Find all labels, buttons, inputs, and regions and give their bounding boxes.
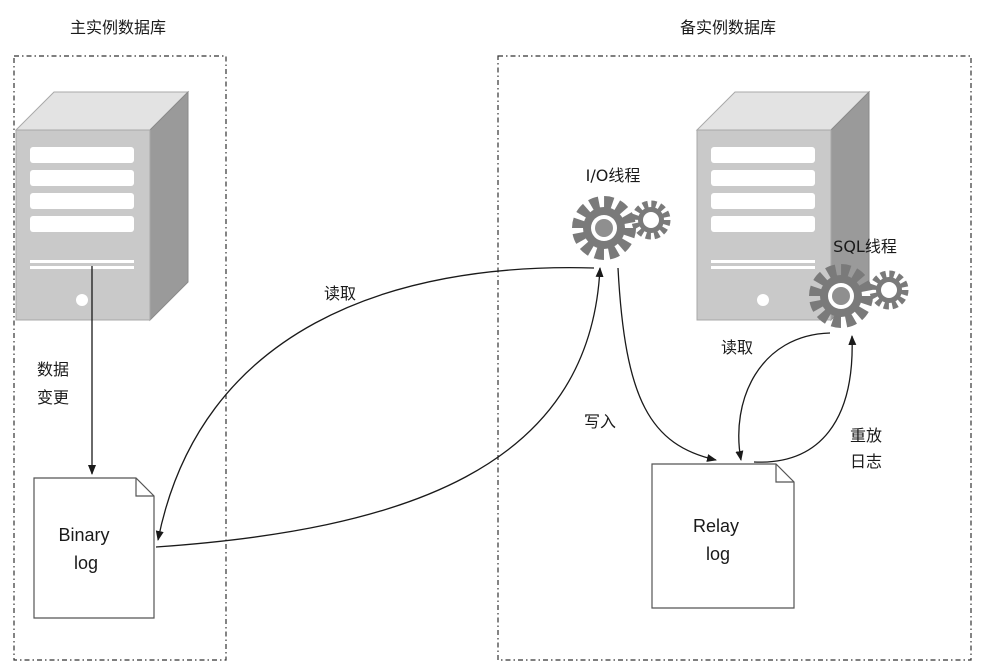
replay-log-label-line1: 重放 xyxy=(850,426,882,445)
read-relay-label: 读取 xyxy=(721,338,753,357)
read-relay-arrow xyxy=(735,332,831,461)
data-change-label-line1: 数据 xyxy=(37,360,69,379)
relay-log-document-icon xyxy=(651,463,795,609)
replay-log-label-line2: 日志 xyxy=(850,452,882,471)
primary-container xyxy=(13,55,227,661)
binlog-to-io-arrow xyxy=(155,267,604,548)
primary-title: 主实例数据库 xyxy=(70,18,166,37)
io-thread-gear-icon xyxy=(578,202,667,254)
write-relay-label: 写入 xyxy=(584,412,616,431)
data-change-label-line2: 变更 xyxy=(37,388,69,407)
read-binlog-label: 读取 xyxy=(324,284,356,303)
binary-log-label-line1: Binary xyxy=(58,525,109,545)
read-binlog-arrow xyxy=(155,266,595,541)
primary-server-icon xyxy=(15,91,189,321)
standby-container xyxy=(497,55,972,661)
replay-log-arrow xyxy=(753,335,857,463)
sql-thread-label: SQL线程 xyxy=(833,237,897,256)
binary-log-label-line2: log xyxy=(74,553,98,573)
relay-log-label-line1: Relay xyxy=(693,516,739,536)
io-thread-label: I/O线程 xyxy=(586,166,641,185)
binary-log-document-icon xyxy=(33,477,155,619)
relay-log-label-line2: log xyxy=(706,544,730,564)
write-relay-arrow xyxy=(617,267,717,462)
standby-title: 备实例数据库 xyxy=(680,18,776,37)
